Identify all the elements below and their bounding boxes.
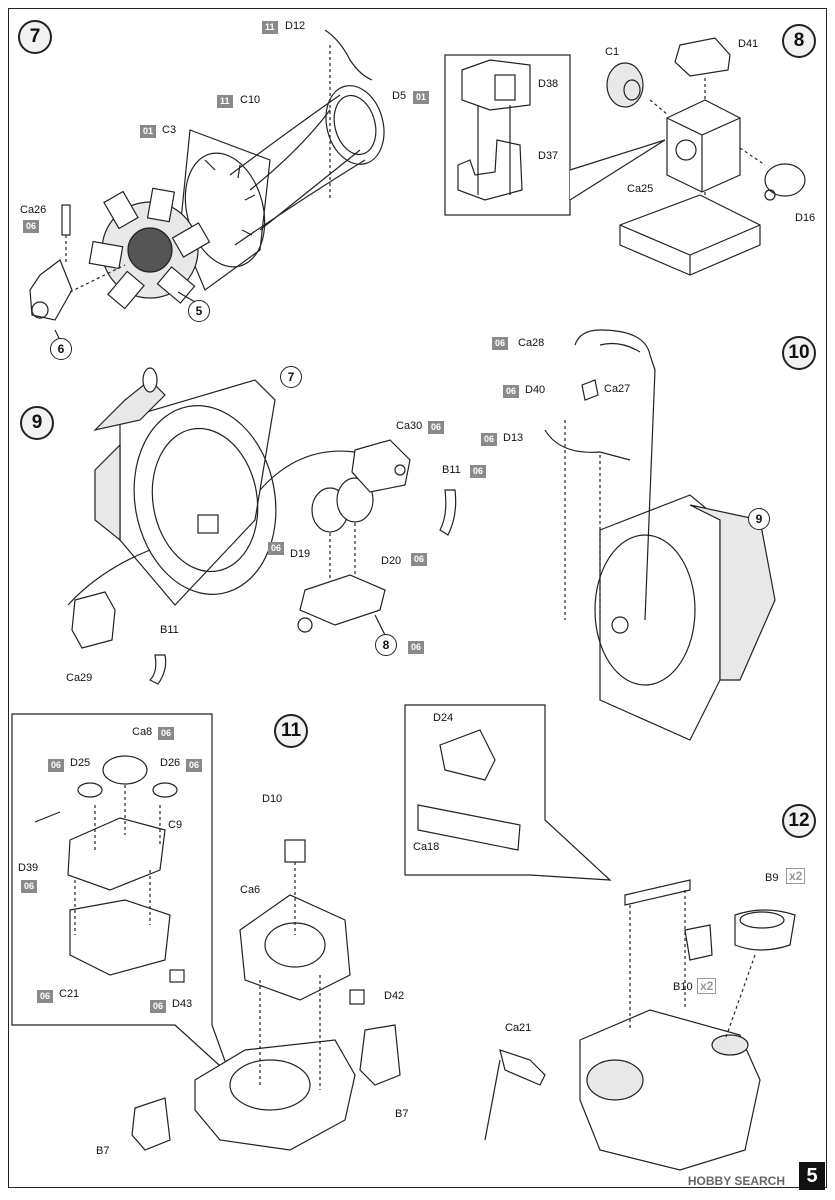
part-label-ca28: Ca28 xyxy=(518,337,545,349)
part-label-ca18: Ca18 xyxy=(413,841,440,853)
step9-d19-d20 xyxy=(311,477,374,585)
part-label-b11: B11 xyxy=(442,464,461,476)
part-label-d20: D20 xyxy=(381,555,402,567)
part-label-d16: D16 xyxy=(795,212,816,224)
part-label-b11: B11 xyxy=(160,624,179,636)
step11-lower-housing xyxy=(131,975,401,1151)
part-label-d12: D12 xyxy=(285,20,306,32)
step11-crankcase-cover xyxy=(239,839,365,1005)
part-label-ca6: Ca6 xyxy=(240,884,261,896)
quantity-x2: x2 xyxy=(786,868,806,884)
part-label-d37: D37 xyxy=(538,150,559,162)
part-label-d25: D25 xyxy=(70,757,91,769)
sprue-tag: 06 xyxy=(503,385,520,398)
sprue-tag: 06 xyxy=(492,337,509,350)
part-label-d10: D10 xyxy=(262,793,283,805)
part-label-d38: D38 xyxy=(538,78,559,90)
part-label-d24: D24 xyxy=(433,712,454,724)
step12-inset xyxy=(404,704,612,881)
part-label-c1: C1 xyxy=(605,46,620,58)
part-label-ca29: Ca29 xyxy=(66,672,93,684)
step-number-8: 8 xyxy=(782,24,816,58)
step9-ca30 xyxy=(259,439,411,493)
step10-fuel-lines xyxy=(544,329,656,621)
part-label-ca8: Ca8 xyxy=(132,726,153,738)
step7-mount-ring xyxy=(229,85,385,246)
sprue-tag: 06 xyxy=(470,465,487,478)
ref-7: 7 xyxy=(280,366,302,388)
step9-subassembly-8 xyxy=(297,574,386,633)
part-label-b7: B7 xyxy=(96,1145,110,1157)
step8-floor-plate xyxy=(619,194,761,276)
step9-firewall xyxy=(119,379,277,606)
ref-6: 6 xyxy=(50,338,72,360)
step-number-11: 11 xyxy=(274,714,308,748)
sprue-tag: 11 xyxy=(262,21,278,34)
sprue-tag: 06 xyxy=(408,641,425,654)
part-label-d19: D19 xyxy=(290,548,311,560)
part-label-d42: D42 xyxy=(384,990,405,1002)
sprue-tag: 06 xyxy=(23,220,40,233)
watermark: HOBBY SEARCH xyxy=(687,1174,785,1188)
step10-engine xyxy=(594,494,776,741)
sprue-tag: 01 xyxy=(140,125,157,138)
part-label-d5: D5 xyxy=(392,90,407,102)
part-label-b7: B7 xyxy=(395,1108,409,1120)
step-number-12: 12 xyxy=(782,804,816,838)
part-label-d26: D26 xyxy=(160,757,181,769)
part-label-ca21: Ca21 xyxy=(505,1022,532,1034)
part-label-d39: D39 xyxy=(18,862,39,874)
ref-9: 9 xyxy=(748,508,770,530)
step9-ca29 xyxy=(67,549,151,649)
sprue-tag: 06 xyxy=(268,542,285,555)
sprue-tag: 06 xyxy=(48,759,65,772)
part-label-b10: B10 xyxy=(673,981,693,993)
sprue-tag: 01 xyxy=(413,91,430,104)
sprue-tag: 06 xyxy=(481,433,498,446)
step8-inset-box xyxy=(444,54,666,216)
part-label-ca27: Ca27 xyxy=(604,383,631,395)
ref-8: 8 xyxy=(375,634,397,656)
page-number: 5 xyxy=(799,1162,825,1190)
step11-inset-parts xyxy=(34,755,185,983)
step8-c1-gear xyxy=(606,62,644,108)
part-label-d13: D13 xyxy=(503,432,524,444)
part-label-c21: C21 xyxy=(59,988,80,1000)
sprue-tag: 06 xyxy=(158,727,175,740)
part-label-c9: C9 xyxy=(168,819,183,831)
step9-engine-behind xyxy=(93,367,166,542)
sprue-tag: 06 xyxy=(150,1000,167,1013)
part-label-d41: D41 xyxy=(738,38,759,50)
part-label-d40: D40 xyxy=(525,384,546,396)
step7-radial-engine xyxy=(88,187,211,310)
step8-d16-part xyxy=(764,163,806,201)
sprue-tag: 06 xyxy=(428,421,445,434)
step9-b11-pipes xyxy=(148,489,457,685)
part-label-b9: B9 xyxy=(765,872,779,884)
step7-gearbox xyxy=(29,204,126,321)
sprue-tag: 06 xyxy=(21,880,38,893)
step8-engine-block xyxy=(649,78,766,215)
part-label-c10: C10 xyxy=(240,94,261,106)
sprue-tag: 06 xyxy=(411,553,428,566)
sprue-tag: 06 xyxy=(186,759,203,772)
quantity-x2: x2 xyxy=(697,978,717,994)
step-number-10: 10 xyxy=(782,336,816,370)
step12-engine-base xyxy=(484,879,796,1171)
part-label-c3: C3 xyxy=(162,124,177,136)
part-label-ca30: Ca30 xyxy=(396,420,423,432)
ref-5: 5 xyxy=(188,300,210,322)
sprue-tag: 11 xyxy=(217,95,233,108)
step8-d41-part xyxy=(674,37,731,77)
step7-exhaust-pipe xyxy=(324,29,373,200)
step-number-9: 9 xyxy=(20,406,54,440)
part-label-d43: D43 xyxy=(172,998,193,1010)
part-label-ca25: Ca25 xyxy=(627,183,654,195)
step-number-7: 7 xyxy=(18,20,52,54)
sprue-tag: 06 xyxy=(37,990,54,1003)
part-label-ca26: Ca26 xyxy=(20,204,47,216)
